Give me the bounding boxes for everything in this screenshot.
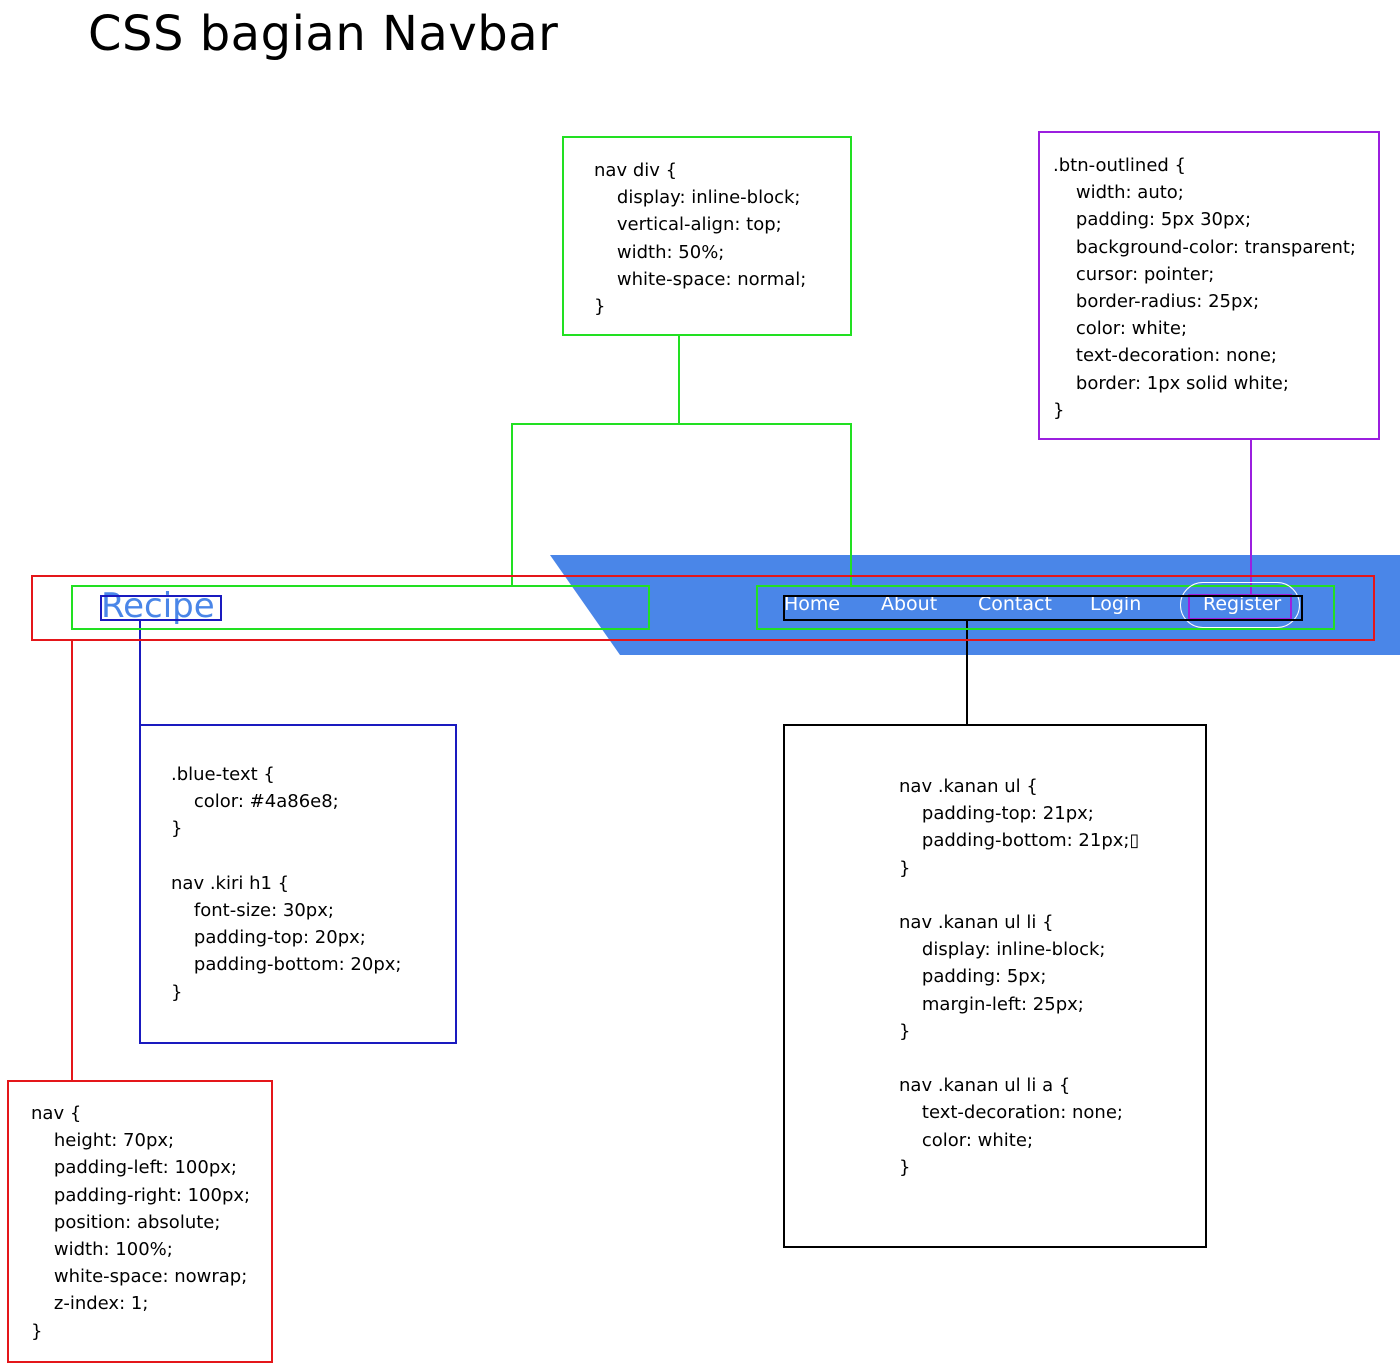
connector-btn-outlined xyxy=(1250,439,1252,595)
nav-link-home[interactable]: Home xyxy=(784,593,841,615)
connector-blue-text xyxy=(139,620,141,726)
page-title: CSS bagian Navbar xyxy=(88,6,559,62)
nav-div-code: nav div { display: inline-block; vertica… xyxy=(594,160,807,318)
nav-kanan-outline xyxy=(756,585,1335,630)
logo-recipe[interactable]: Recipe xyxy=(101,586,215,626)
blue-text-code: .blue-text { color: #4a86e8; } nav .kiri… xyxy=(171,764,402,1003)
nav-box: nav { height: 70px; padding-left: 100px;… xyxy=(7,1080,273,1363)
connector-nav-div-left xyxy=(511,423,513,586)
nav-kanan-ul-outline xyxy=(783,595,1303,621)
connector-nav-div-stem xyxy=(678,335,680,425)
connector-nav xyxy=(71,640,73,1082)
connector-nav-div-right xyxy=(850,423,852,586)
kanan-box: nav .kanan ul { padding-top: 21px; paddi… xyxy=(783,724,1207,1248)
blue-text-box: .blue-text { color: #4a86e8; } nav .kiri… xyxy=(139,724,457,1044)
btn-outlined-box: .btn-outlined { width: auto; padding: 5p… xyxy=(1038,131,1380,440)
nav-link-contact[interactable]: Contact xyxy=(978,593,1052,615)
nav-link-login[interactable]: Login xyxy=(1090,593,1142,615)
nav-kiri-outline xyxy=(71,585,650,630)
navbar-slanted-shape xyxy=(550,555,1400,655)
nav-outline xyxy=(31,575,1375,641)
logo-outline xyxy=(100,595,222,621)
register-button[interactable]: Register xyxy=(1203,593,1282,615)
nav-link-about[interactable]: About xyxy=(881,593,938,615)
btn-outlined-code: .btn-outlined { width: auto; padding: 5p… xyxy=(1053,155,1356,421)
nav-div-box: nav div { display: inline-block; vertica… xyxy=(562,136,852,336)
connector-kanan xyxy=(966,620,968,726)
register-button-outline xyxy=(1180,582,1300,628)
kanan-code: nav .kanan ul { padding-top: 21px; paddi… xyxy=(899,776,1140,1178)
nav-code: nav { height: 70px; padding-left: 100px;… xyxy=(31,1103,251,1342)
connector-nav-div-bar xyxy=(511,423,852,425)
